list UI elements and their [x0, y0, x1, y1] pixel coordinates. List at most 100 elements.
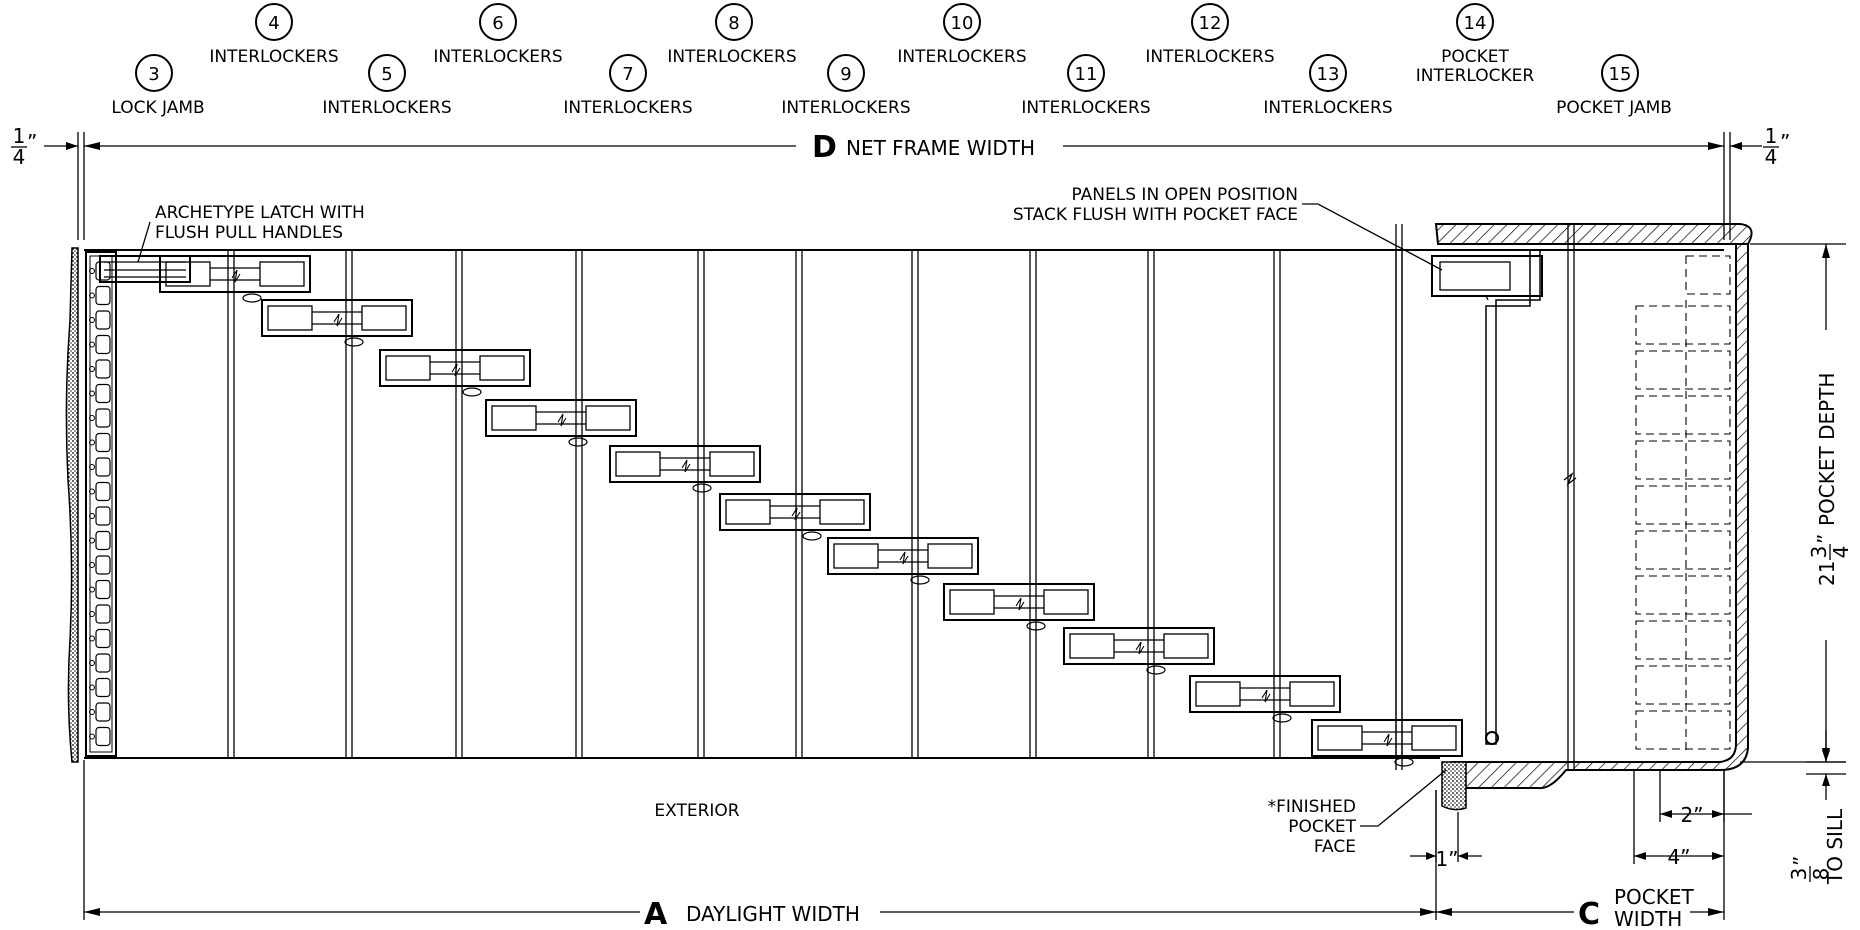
- callout-number: 6: [492, 13, 503, 34]
- callout-9: 9 INTERLOCKERS: [781, 54, 911, 118]
- callout-label: INTERLOCKERS: [1263, 98, 1392, 118]
- four-inch-dimension: 4”: [1633, 770, 1724, 869]
- callout-bubble: [827, 54, 865, 92]
- break-mark: [899, 551, 909, 565]
- dimension-letter-c: C: [1578, 897, 1600, 930]
- roller: [1146, 665, 1166, 675]
- interlocker-panel: [943, 583, 1095, 631]
- pocket-top-wall: [1434, 223, 1753, 245]
- pocket-depth-inch: ”: [1813, 534, 1837, 544]
- callout-bubble: [1456, 3, 1494, 41]
- quarter-inch-denominator-left: 4: [13, 145, 26, 169]
- exterior-label: EXTERIOR: [654, 801, 739, 821]
- roller: [462, 387, 482, 397]
- callout-10: 10 INTERLOCKERS: [897, 3, 1027, 67]
- interlocker-panel: [485, 399, 637, 447]
- interlocker-right: [1411, 725, 1457, 751]
- stacked-panel-dash: [1635, 575, 1731, 615]
- lock-jamb: [85, 251, 117, 757]
- stacked-panel-dash: [1635, 620, 1731, 660]
- callout-number: 8: [728, 13, 739, 34]
- jamb-fastener: [89, 611, 95, 617]
- callout-bubble: [368, 54, 406, 92]
- jamb-slot: [95, 677, 111, 698]
- one-inch-dimension: 1”: [1410, 790, 1482, 871]
- jamb-fastener: [89, 635, 95, 642]
- break-mark: [451, 363, 461, 377]
- stacked-panel-dash: [1635, 710, 1731, 750]
- callout-label: INTERLOCKERS: [209, 47, 338, 67]
- two-inch-dimension: 2”: [1659, 770, 1752, 827]
- latch-note-line1: ARCHETYPE LATCH WITH: [155, 203, 365, 223]
- callout-13: 13 INTERLOCKERS: [1263, 54, 1393, 118]
- jamb-slot: [95, 334, 111, 355]
- jamb-slot: [95, 579, 111, 600]
- callout-bubble: [135, 54, 173, 92]
- quarter-inch-numerator-left: 1: [13, 124, 26, 148]
- callout-number: 4: [268, 13, 279, 34]
- pocket-width-line1: POCKET: [1614, 885, 1695, 909]
- stacked-panel-dash: [1635, 665, 1731, 705]
- callout-7: 7 INTERLOCKERS: [563, 54, 693, 118]
- jamb-fastener: [89, 415, 95, 421]
- finished-note-line2: POCKET: [1288, 817, 1356, 837]
- daylight-width-dimension: A DAYLIGHT WIDTH: [83, 760, 1437, 930]
- stacked-panel-dash: [1635, 485, 1731, 525]
- finished-note-line1: *FINISHED: [1268, 797, 1356, 817]
- interlocker-right: [479, 355, 525, 381]
- daylight-width-label: DAYLIGHT WIDTH: [686, 902, 860, 926]
- opening-frame: [65, 247, 1724, 763]
- pocket-depth-denominator: 4: [1829, 546, 1853, 559]
- interlocker-panel: [609, 445, 761, 493]
- callout-14: 14 POCKET INTERLOCKER: [1416, 3, 1535, 86]
- callout-label-line2: INTERLOCKER: [1416, 66, 1535, 86]
- finished-pocket-face-note: *FINISHED POCKET FACE: [1268, 769, 1447, 857]
- interlocker-left: [1195, 681, 1241, 707]
- callout-number: 11: [1075, 64, 1098, 85]
- panel-outline: [943, 583, 1095, 621]
- roller: [692, 483, 712, 493]
- one-inch-label: 1”: [1435, 847, 1458, 871]
- roller: [242, 293, 262, 303]
- callout-6: 6 INTERLOCKERS: [433, 3, 563, 67]
- jamb-slot: [95, 604, 111, 624]
- panel-outline: [485, 399, 637, 437]
- pocket-depth-label: POCKET DEPTH: [1815, 373, 1839, 526]
- panel-outline: [1189, 675, 1341, 713]
- interlocker-left: [1317, 725, 1363, 751]
- interlocker-left: [1069, 633, 1115, 659]
- interlocker-left: [267, 305, 313, 331]
- four-inch-label: 4”: [1667, 845, 1690, 869]
- roller: [568, 437, 588, 447]
- callout-label: INTERLOCKERS: [322, 98, 451, 118]
- quarter-inch-mark-left: ”: [27, 130, 37, 154]
- jamb-fastener: [89, 733, 95, 740]
- jamb-slot: [95, 383, 111, 404]
- quarter-inch-numerator-right: 1: [1765, 124, 1778, 148]
- callout-number: 5: [381, 64, 392, 85]
- jamb-fastener: [89, 268, 95, 274]
- callout-12: 12 INTERLOCKERS: [1145, 3, 1275, 67]
- net-frame-width-label: NET FRAME WIDTH: [846, 136, 1035, 160]
- callout-3: 3 LOCK JAMB: [111, 54, 205, 118]
- stacked-panels-dashed: [1635, 255, 1731, 750]
- jamb-fastener: [89, 537, 95, 544]
- quarter-inch-mark-right: ”: [1780, 130, 1790, 154]
- callout-label: INTERLOCKERS: [1021, 98, 1150, 118]
- panels-note-line1: PANELS IN OPEN POSITION: [1072, 185, 1298, 205]
- callout-number: 14: [1464, 13, 1487, 34]
- jamb-slot: [95, 530, 111, 551]
- callout-bubble: [609, 54, 647, 92]
- interlocker-left: [385, 355, 431, 381]
- pocket-depth-whole: 21: [1815, 561, 1839, 586]
- two-inch-label: 2”: [1680, 803, 1703, 827]
- stacked-panel-dash: [1685, 255, 1731, 295]
- interlocker-panel: [159, 255, 311, 303]
- interlocker-panel: [719, 493, 871, 541]
- callout-number: 15: [1609, 64, 1632, 85]
- roller: [1272, 713, 1292, 723]
- stacked-panel-dash: [1635, 395, 1731, 435]
- jamb-fastener: [89, 366, 95, 372]
- interlocker-panel: [1311, 719, 1463, 767]
- finished-note-line3: FACE: [1314, 837, 1356, 857]
